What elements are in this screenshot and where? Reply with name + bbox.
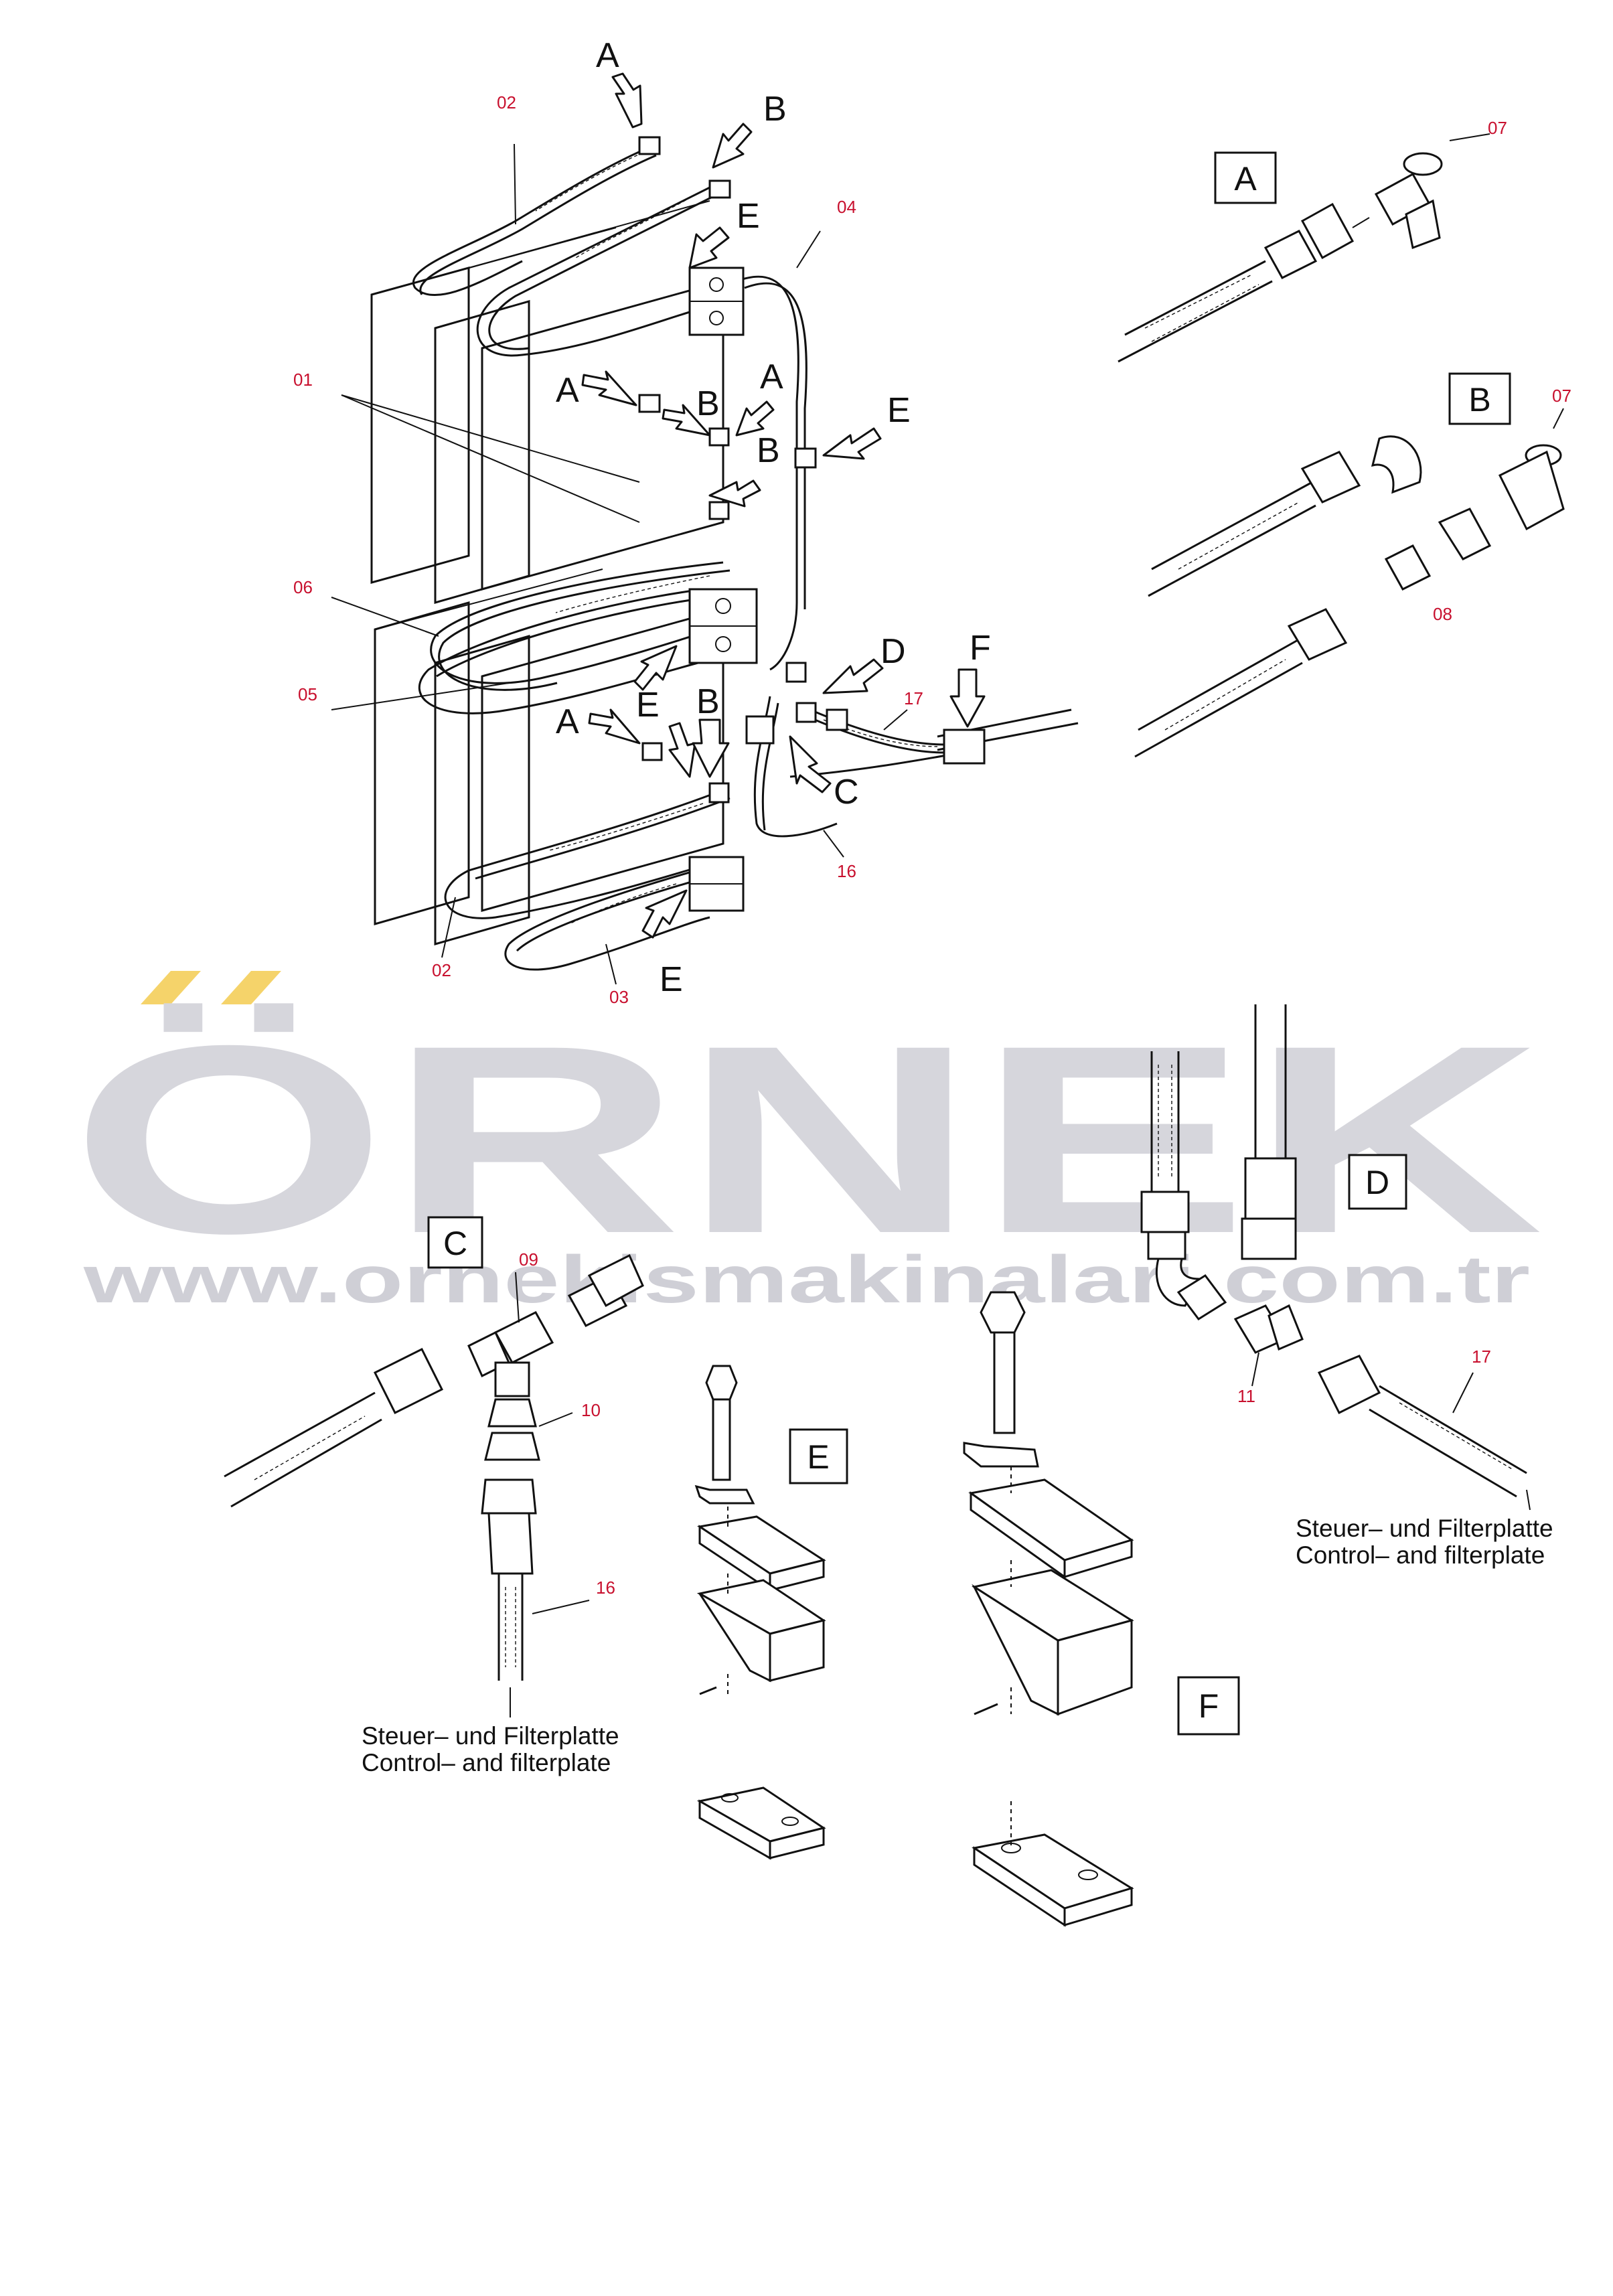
- detail-b: B 07 08: [1134, 372, 1571, 758]
- detail-f: F: [963, 1291, 1240, 1927]
- callout-11: 11: [1237, 1386, 1255, 1406]
- clamp-block-small-1: [794, 447, 817, 469]
- caption-c-line2: Control– and filterplate: [362, 1749, 611, 1776]
- watermark: ÖRNEK www.ornekismakinalari.com.tr: [70, 971, 1543, 1317]
- detail-d-label-box: [1348, 1154, 1407, 1210]
- arrow-a-middle-right: A: [735, 358, 783, 437]
- cooler-block-lower: [374, 568, 724, 945]
- detail-b-label-box: [1448, 372, 1511, 425]
- svg-text:E: E: [660, 960, 683, 999]
- callout-07-b: 07: [1552, 386, 1571, 406]
- arrow-e-middle: [633, 645, 678, 691]
- clamp-block-small-2: [745, 715, 775, 745]
- callout-02-top: 02: [497, 92, 516, 112]
- clamp-block-f: [826, 708, 986, 765]
- svg-text:B: B: [696, 682, 720, 721]
- callout-17-main: 17: [904, 688, 923, 708]
- arrow-a-top: A: [596, 36, 643, 129]
- arrow-b-middle-2: B: [708, 431, 780, 508]
- svg-text:E: E: [737, 197, 760, 236]
- arrow-c: C: [789, 735, 859, 812]
- detail-a-label: A: [1234, 160, 1257, 198]
- clamp-block-top: [688, 266, 745, 336]
- svg-text:A: A: [760, 358, 783, 396]
- detail-a: A 07: [1118, 118, 1507, 363]
- callout-04: 04: [837, 197, 856, 217]
- watermark-umlaut-right: [221, 971, 281, 1004]
- svg-text:D: D: [880, 632, 906, 671]
- svg-text:E: E: [636, 686, 660, 724]
- callout-01: 01: [293, 370, 313, 390]
- callout-09: 09: [519, 1249, 538, 1270]
- callout-07-a: 07: [1488, 118, 1507, 138]
- detail-c: C 09 10 16 Steuer– und Filterplatte Cont…: [224, 1216, 644, 1776]
- detail-d: D 11 17 Steuer– und Filterplatte Control…: [1140, 1004, 1553, 1569]
- detail-f-label: F: [1199, 1687, 1219, 1725]
- svg-text:C: C: [834, 773, 859, 812]
- watermark-url: www.ornekismakinalari.com.tr: [83, 1242, 1530, 1317]
- svg-text:F: F: [970, 629, 991, 668]
- arrow-e-bottom: E: [641, 889, 688, 999]
- callout-17-d: 17: [1472, 1347, 1491, 1367]
- detail-c-label-box: [427, 1216, 483, 1269]
- cooler-block-upper: [370, 200, 724, 604]
- arrow-b-lower: B: [692, 682, 730, 778]
- main-assembly: A B E A B A E B: [293, 36, 1079, 1007]
- callout-02-bottom: 02: [432, 960, 451, 980]
- svg-text:A: A: [596, 36, 619, 75]
- arrow-b-middle: B: [662, 384, 720, 437]
- clamp-block-middle: [688, 588, 758, 664]
- arrow-e-lower: E: [636, 686, 696, 778]
- detail-d-label: D: [1365, 1164, 1389, 1201]
- arrow-a-lower: A: [556, 702, 641, 745]
- svg-text:E: E: [887, 391, 911, 430]
- detail-c-label: C: [443, 1225, 467, 1262]
- svg-text:A: A: [556, 702, 579, 741]
- callout-03: 03: [609, 987, 629, 1007]
- detail-b-label: B: [1468, 381, 1490, 418]
- svg-text:B: B: [757, 431, 780, 470]
- arrow-e-top: E: [688, 197, 760, 269]
- detail-e-label: E: [807, 1438, 829, 1476]
- callout-16-c: 16: [596, 1578, 615, 1598]
- caption-c-line1: Steuer– und Filterplatte: [362, 1722, 619, 1750]
- arrow-a-middle: A: [556, 370, 637, 410]
- svg-text:A: A: [556, 371, 579, 410]
- detail-e-label-box: [789, 1428, 848, 1484]
- detail-e: E: [694, 1365, 848, 1860]
- arrow-b-top: B: [712, 90, 787, 169]
- detail-a-label-box: [1214, 151, 1277, 204]
- caption-d-line1: Steuer– und Filterplatte: [1296, 1515, 1553, 1542]
- arrow-d: D: [822, 632, 906, 694]
- watermark-umlaut-left: [141, 971, 201, 1004]
- watermark-brand: ÖRNEK: [70, 990, 1543, 1289]
- leader-lines: [331, 143, 908, 985]
- hose-set: [412, 146, 1079, 971]
- arrow-e-middle-right: E: [822, 391, 911, 460]
- callout-05: 05: [298, 684, 317, 704]
- svg-text:B: B: [696, 384, 720, 423]
- fittings: [638, 136, 817, 803]
- callout-10: 10: [581, 1400, 601, 1420]
- svg-text:B: B: [763, 90, 787, 129]
- caption-d-line2: Control– and filterplate: [1296, 1541, 1545, 1569]
- callout-16-main: 16: [837, 861, 856, 881]
- callout-08: 08: [1433, 604, 1452, 624]
- callout-06: 06: [293, 577, 313, 597]
- clamp-block-lower: [688, 856, 745, 912]
- detail-f-label-box: [1177, 1676, 1240, 1736]
- arrow-f: F: [949, 629, 991, 728]
